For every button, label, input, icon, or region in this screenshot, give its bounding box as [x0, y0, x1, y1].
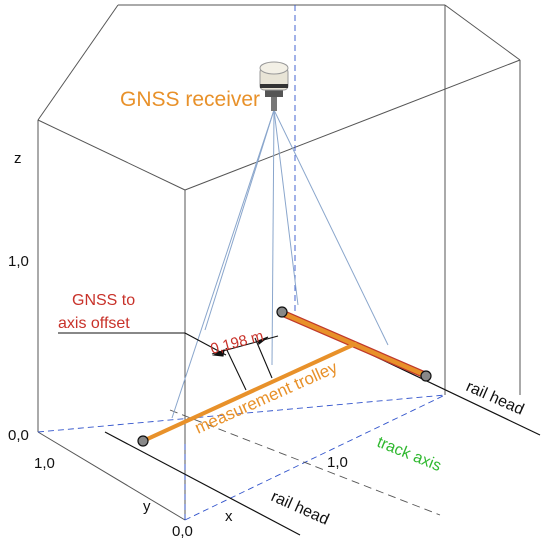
bounding-box [37, 4, 521, 521]
rails [104, 311, 541, 536]
offset-extension-2 [254, 337, 273, 379]
cable-4 [273, 109, 299, 306]
z-tick-label: 1,0 [8, 253, 29, 270]
rail-head-bottom-label: rail head [268, 488, 331, 528]
box-bottom-left [37, 431, 186, 521]
dashed-guides [37, 5, 446, 521]
cable-1 [171, 109, 275, 419]
offset-arrowhead-left [212, 349, 225, 357]
offset-arrowhead-right [257, 336, 269, 345]
z-axis-label: z [14, 150, 22, 167]
xy-origin-label: 0,0 [172, 523, 193, 540]
measurement-trolley [137, 306, 432, 447]
z-origin-label: 0,0 [8, 427, 29, 444]
receiver-cables [171, 109, 389, 419]
offset-label-line2: axis offset [58, 315, 130, 332]
offset-extension-1 [225, 347, 247, 391]
x-axis-label: x [225, 508, 233, 525]
track-axis-dash [169, 409, 441, 516]
offset-dimension [58, 332, 279, 391]
gnss-antenna-icon [259, 61, 289, 111]
track-axis-label: track axis [375, 434, 444, 475]
box-top-left-edge [37, 4, 119, 121]
trolley-label: measurement trolley [192, 357, 341, 437]
cable-5 [273, 109, 389, 346]
offset-value-label: 0,198 m [209, 327, 266, 357]
rail-head-front [104, 431, 301, 536]
box-front-top-left [37, 119, 186, 191]
cable-3 [271, 109, 275, 366]
x-tick-label: 1,0 [327, 454, 348, 471]
y-axis-label: y [143, 498, 151, 515]
rail-node-circle [420, 370, 432, 382]
gnss-receiver-label: GNSS receiver [120, 88, 260, 111]
track-axis-line [169, 409, 441, 516]
box-top-right-edge [444, 4, 521, 61]
rail-head-right-label: rail head [463, 378, 526, 418]
rail-node-circle [137, 435, 149, 447]
offset-leader-arrow [184, 332, 227, 356]
cable-2 [204, 109, 275, 331]
offset-label-line1: GNSS to [72, 292, 135, 309]
floor-front-dash [184, 394, 446, 521]
trolley-cross-beam [141, 342, 357, 443]
box-front-top-right [184, 59, 521, 191]
floor-back-dash [37, 394, 446, 433]
y-tick-label: 1,0 [34, 455, 55, 472]
rail-node-circle [276, 306, 288, 318]
